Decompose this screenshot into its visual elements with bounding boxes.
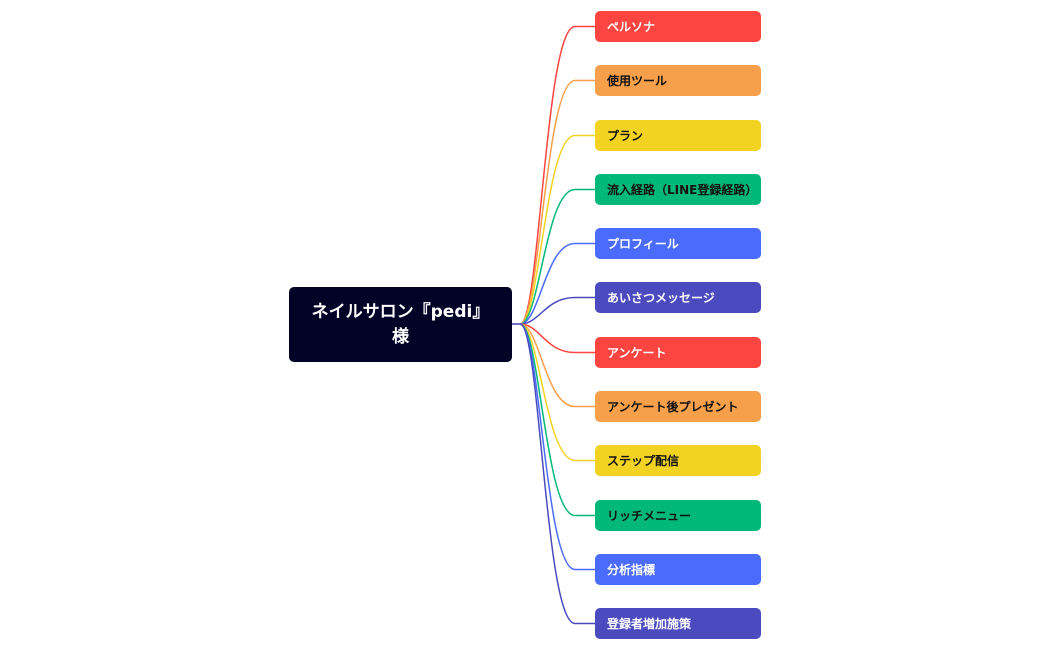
root-label-line1: ネイルサロン『pedi』 [311, 301, 490, 322]
branch-node[interactable]: アンケート [595, 337, 761, 368]
root-node[interactable]: ネイルサロン『pedi』 様 [289, 287, 512, 362]
branch-node-label: あいさつメッセージ [607, 291, 715, 305]
branch-node[interactable]: ペルソナ [595, 11, 761, 42]
branch-node[interactable]: 使用ツール [595, 65, 761, 96]
branch-node-label: アンケート [607, 346, 667, 360]
branch-node[interactable]: アンケート後プレゼント [595, 391, 761, 422]
branch-node[interactable]: ステップ配信 [595, 445, 761, 476]
branch-node[interactable]: あいさつメッセージ [595, 282, 761, 313]
branch-node[interactable]: プロフィール [595, 228, 761, 259]
branch-node-label: リッチメニュー [607, 509, 692, 523]
branch-node-label: ペルソナ [607, 20, 656, 34]
branch-node[interactable]: 登録者増加施策 [595, 608, 761, 639]
branch-node[interactable]: リッチメニュー [595, 500, 761, 531]
branch-node-label: 流入経路（LINE登録経路） [607, 183, 758, 197]
branch-node-label: プラン [607, 129, 644, 143]
branch-node-label: 分析指標 [607, 563, 656, 577]
branch-node-label: 登録者増加施策 [607, 617, 692, 631]
branch-node[interactable]: 流入経路（LINE登録経路） [595, 174, 761, 205]
branch-node-label: ステップ配信 [607, 454, 680, 468]
root-label-line2: 様 [391, 326, 409, 347]
branch-node-label: 使用ツール [607, 74, 668, 88]
branch-node-label: プロフィール [607, 237, 679, 251]
branch-node[interactable]: プラン [595, 120, 761, 151]
branch-node[interactable]: 分析指標 [595, 554, 761, 585]
branch-node-label: アンケート後プレゼント [607, 400, 739, 414]
